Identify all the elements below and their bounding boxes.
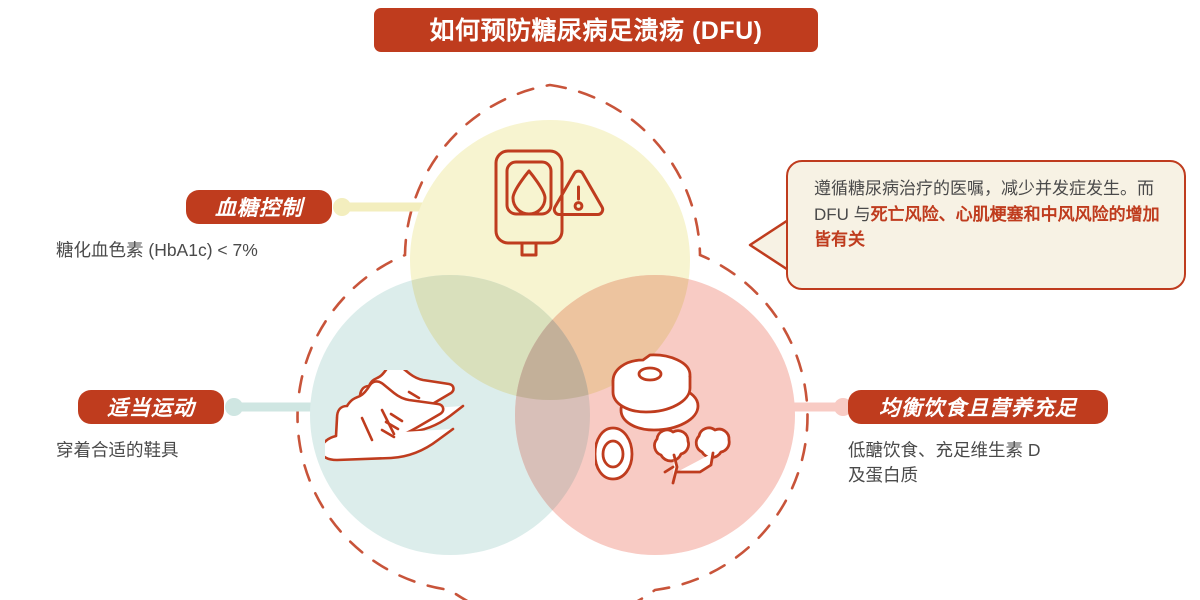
overlap-glycemic-exercise	[410, 275, 590, 400]
sublabel-balanced-diet: 低醣饮食、充足维生素 D 及蛋白质	[848, 440, 1041, 485]
steak-egg-broccoli-icon	[595, 353, 731, 485]
callout-text-highlight: 死亡风险、心肌梗塞和中风风险的增加皆有关	[814, 204, 1160, 250]
dashed-outline	[296, 83, 809, 600]
callout-box: 遵循糖尿病治疗的医嘱，减少并发症发生。而 DFU 与死亡风险、心肌梗塞和中风风险…	[786, 160, 1186, 290]
sneakers-icon	[325, 370, 465, 462]
label-balanced-diet[interactable]: 均衡饮食且营养充足	[848, 390, 1108, 424]
page-title: 如何预防糖尿病足溃疡 (DFU)	[374, 8, 818, 52]
blood-glucose-bag-icon	[494, 149, 605, 257]
sublabel-proper-exercise: 穿着合适的鞋具	[56, 440, 179, 460]
callout-text-plain: 遵循糖尿病治疗的医嘱，减少并发症发生。而 DFU 与	[814, 179, 1154, 224]
overlap-glycemic-diet	[515, 275, 690, 400]
sublabel-glycemic-control: 糖化血色素 (HbA1c) < 7%	[56, 240, 258, 260]
label-proper-exercise[interactable]: 适当运动	[78, 390, 224, 424]
label-glycemic-control[interactable]: 血糖控制	[186, 190, 332, 224]
